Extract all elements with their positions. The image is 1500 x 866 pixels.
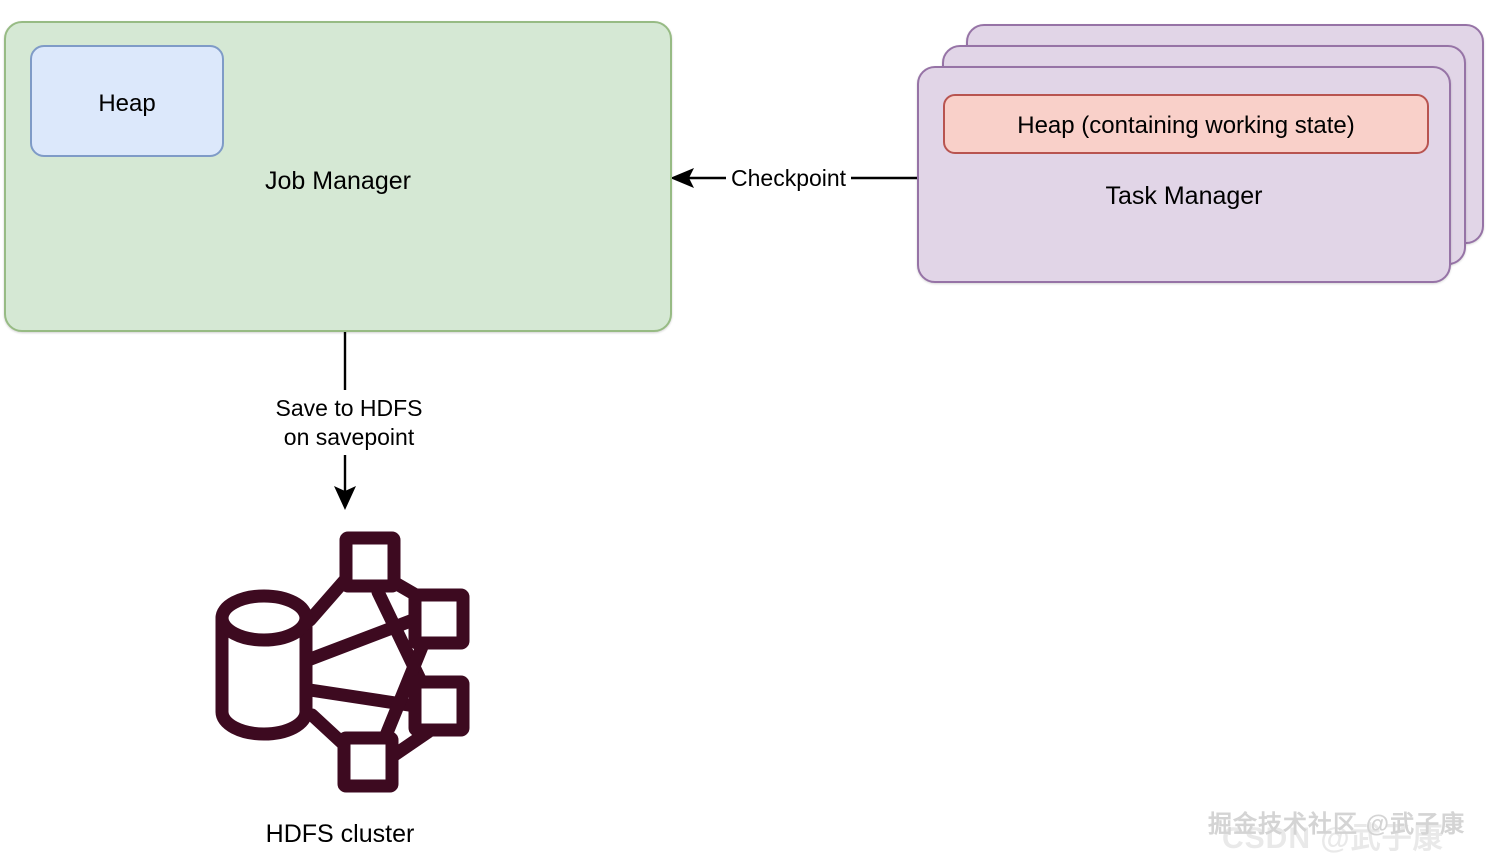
- savepoint-edge-label-line-1: Save to HDFS: [275, 395, 423, 421]
- job-manager-label: Job Manager: [265, 167, 411, 195]
- job-manager-heap-node[interactable]: Heap: [30, 45, 224, 157]
- csdn-watermark: CSDN @武子康: [1222, 822, 1444, 855]
- savepoint-edge-arrowhead: [334, 486, 356, 510]
- savepoint-edge-label: Save to HDFS on savepoint: [235, 392, 463, 455]
- savepoint-edge-label-line-2: on savepoint: [283, 424, 415, 451]
- checkpoint-edge-arrowhead: [670, 168, 694, 188]
- hdfs-cluster-label: HDFS cluster: [265, 820, 415, 848]
- hdfs-node-square-top: [339, 531, 401, 593]
- task-manager-node[interactable]: Heap (containing working state) Task Man…: [917, 66, 1451, 283]
- job-manager-node[interactable]: Heap Job Manager: [4, 21, 672, 332]
- job-manager-heap-label: Heap: [98, 90, 156, 117]
- hdfs-database-cylinder: [215, 589, 313, 741]
- hdfs-node-square-bottom: [337, 731, 399, 793]
- hdfs-node-square-upper: [408, 588, 470, 650]
- task-manager-heap-node[interactable]: Heap (containing working state): [943, 94, 1429, 154]
- task-manager-heap-label: Heap (containing working state): [1017, 112, 1355, 139]
- checkpoint-edge-label: Checkpoint: [726, 164, 852, 194]
- juejin-watermark: 掘金技术社区 @武子康: [1208, 811, 1466, 838]
- hdfs-link-mid-to-bottom: [373, 625, 435, 757]
- task-manager-label: Task Manager: [1105, 182, 1263, 210]
- hdfs-node-square-lower: [408, 675, 470, 737]
- hdfs-cluster-icon: [215, 531, 470, 793]
